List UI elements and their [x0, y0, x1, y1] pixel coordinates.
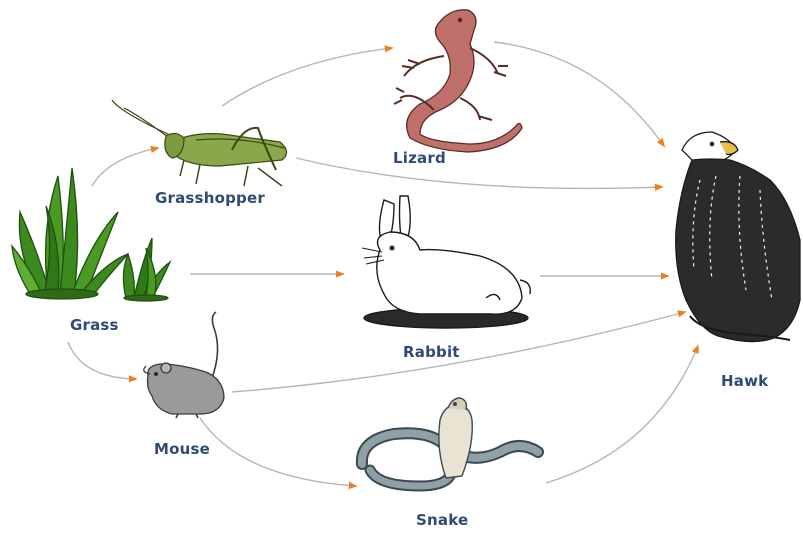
snake-illustration: [362, 398, 538, 486]
label-hawk: Hawk: [721, 372, 768, 390]
arrow-snake-to-hawk: [546, 346, 698, 483]
label-rabbit: Rabbit: [403, 343, 460, 361]
label-mouse: Mouse: [154, 440, 210, 458]
hawk-illustration: [676, 132, 800, 342]
arrow-grasshopper-to-lizard: [222, 48, 392, 106]
arrow-grass-to-grasshopper: [92, 148, 158, 186]
arrow-mouse-to-snake: [200, 418, 356, 486]
label-grasshopper: Grasshopper: [155, 189, 265, 207]
mouse-illustration: [144, 312, 224, 418]
arrow-grass-to-mouse: [68, 342, 136, 379]
label-snake: Snake: [416, 511, 468, 529]
label-grass: Grass: [70, 316, 119, 334]
grass-illustration: [12, 168, 170, 301]
rabbit-illustration: [362, 196, 530, 328]
label-lizard: Lizard: [393, 149, 446, 167]
arrow-grasshopper-to-hawk: [296, 158, 662, 188]
grasshopper-illustration: [112, 100, 287, 186]
lizard-illustration: [394, 10, 522, 152]
